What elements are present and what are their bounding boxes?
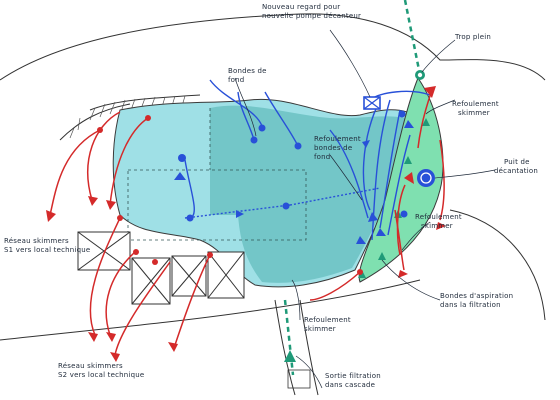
drain-dot-icon [178,110,408,222]
teal-dashed-line [403,0,422,76]
label-skimmer-return-mid: Refoulement skimmer [415,213,462,230]
overflow-icon [415,70,425,80]
blue-pipes [184,79,431,241]
label-overflow: Trop plein [455,33,491,41]
pond-deep-zone [210,105,415,283]
label-skimmer-network-bottom: Réseau skimmers S2 vers local technique [58,362,145,379]
cascade-grid [287,369,311,389]
red-arrow-icon [46,86,446,362]
settling-well-icon [417,169,435,187]
teal-dashed-line-lower [283,299,295,376]
terrain-boundary-lower [449,209,546,321]
label-suction-drains: Bondes d'aspiration dans la filtration [440,292,514,309]
stream-channel [274,299,319,396]
terrain-boundary [0,13,546,81]
label-skimmer-network-left: Réseau skimmers S1 vers local technique [4,237,91,254]
leader-lines [234,29,496,389]
label-settling-well: Puit de décantation [494,158,538,175]
red-drain-icon [97,115,363,275]
label-skimmer-return-top: Refoulement skimmer [452,100,499,117]
central-dashed-rect [127,169,307,241]
bottom-boundary [0,279,421,341]
label-filtration-outlet: Sortie filtration dans cascade [325,372,381,389]
flow-arrow-icon [174,120,414,244]
label-new-manhole: Nouveau regard pour nouvelle pompe décan… [262,3,362,20]
label-floor-drain-return: Refoulement bondes de fond [314,135,361,161]
technical-boxes [77,231,245,305]
label-floor-drains: Bondes de fond [228,67,267,84]
label-skimmer-return-bottom: Refoulement skimmer [304,316,351,333]
pump-icon [363,96,381,110]
red-pipes [49,89,445,356]
